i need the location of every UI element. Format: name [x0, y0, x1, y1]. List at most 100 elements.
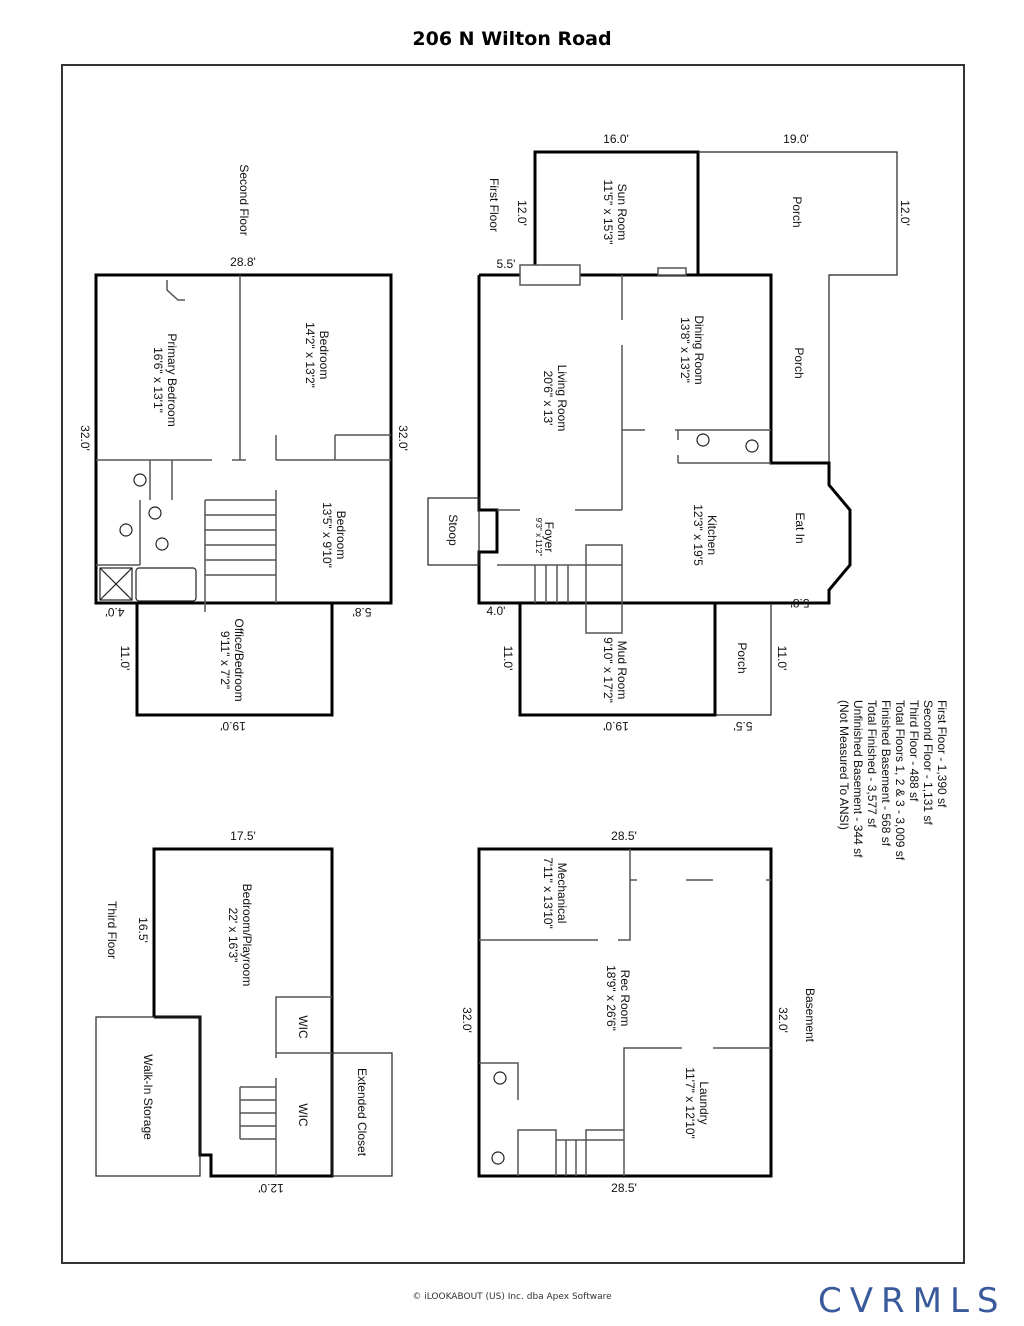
room-size: 11'5" x 15'3"	[601, 180, 615, 245]
area-label: Stoop	[446, 514, 460, 546]
dimension: 28.5'	[611, 829, 637, 843]
area-label: Walk-In Storage	[141, 1054, 155, 1140]
room-size: 13'5" x 9'10"	[320, 502, 334, 568]
dimension: 5.8'	[791, 596, 810, 610]
floor-name: Third Floor	[105, 901, 119, 959]
sink-icon	[148, 506, 162, 520]
closet-label: WIC	[296, 1015, 310, 1039]
stoop-outline	[427, 497, 480, 566]
dimension: 5.5'	[734, 719, 753, 733]
floor-name: First Floor	[487, 178, 501, 232]
room-name: Living Room	[555, 365, 569, 432]
floor-name: Basement	[803, 988, 817, 1043]
room-size: 12'3" x 19'5	[691, 504, 705, 566]
area-label: Porch	[790, 196, 804, 227]
dimension: 28.5'	[611, 1181, 637, 1195]
room-name: Kitchen	[705, 515, 719, 555]
dimension: 32.0'	[460, 1007, 474, 1033]
toilet-icon	[155, 537, 169, 551]
sink-icon	[133, 473, 147, 487]
dimension: 32.0'	[78, 425, 92, 451]
toilet-icon	[491, 1151, 505, 1165]
room-size: 11'7" x 12'10"	[683, 1067, 697, 1139]
area-line: Finished Basement - 568 sf	[879, 700, 893, 847]
area-line: Total Finished - 3,577 sf	[865, 700, 879, 828]
sun-room-outline	[533, 150, 700, 275]
area-line: Unfinished Basement - 344 sf	[851, 700, 865, 858]
room-size: 20'6" x 13'	[541, 371, 555, 426]
dimension: 11.0'	[501, 646, 515, 671]
room-name: Bedroom	[334, 511, 348, 560]
room-size: 9'10" x 17'2"	[601, 637, 615, 703]
dimension: 12.0'	[515, 200, 529, 226]
room-name: Mud Room	[615, 641, 629, 700]
room-size: 13'8" x 13'2"	[678, 317, 692, 383]
dimension: 19.0'	[783, 132, 809, 146]
sink-icon	[493, 1071, 507, 1085]
room-size: 7'11" x 13'10"	[541, 857, 555, 929]
dimension: 12.0'	[898, 200, 912, 226]
room-size: 16'6" x 13'1"	[151, 347, 165, 413]
shower-icon	[99, 567, 133, 601]
room-size: 9'3" x 11'2"	[534, 518, 543, 557]
area-label: Eat In	[793, 512, 807, 543]
bathtub-icon	[135, 567, 197, 602]
area-label: Porch	[735, 642, 749, 673]
second-floor-walls	[96, 275, 391, 612]
toilet-icon	[745, 439, 759, 453]
dimension: 16.5'	[136, 917, 150, 943]
sink-icon	[696, 433, 710, 447]
second-floor-fixtures	[99, 473, 197, 602]
dimension: 12.0'	[258, 1181, 284, 1195]
second-floor-plan: Second Floor 28.8' 32.0' 32.0' 4.0' 5.8'…	[78, 164, 410, 733]
room-name: Primary Bedroom	[165, 333, 179, 426]
dimension: 5.8'	[353, 605, 372, 619]
dimension: 4.0'	[487, 604, 506, 618]
dimension: 32.0'	[396, 425, 410, 451]
fireplace-icon	[519, 264, 581, 286]
room-size: 14'2" x 13'2"	[303, 322, 317, 388]
area-line: (Not Measured To ANSI)	[837, 700, 851, 830]
room-size: 22' x 16'3"	[226, 908, 240, 963]
room-name: Bedroom/Playroom	[240, 884, 254, 987]
toilet-icon	[119, 523, 133, 537]
area-line: First Floor - 1,390 sf	[935, 700, 949, 808]
area-line: Second Floor - 1,131 sf	[921, 700, 935, 825]
second-floor-outline	[94, 273, 393, 605]
third-floor-plan: Third Floor 17.5' 16.5' 12.0' Bedroom/Pl…	[95, 829, 393, 1195]
closet-label: WIC	[296, 1103, 310, 1127]
office-outline	[135, 603, 334, 717]
dimension: 11.0'	[775, 646, 789, 671]
room-size: 18'9" x 26'6"	[604, 965, 618, 1031]
cvrmls-logo: CVRMLS	[818, 1281, 1006, 1321]
dimension: 19.0'	[220, 719, 246, 733]
room-name: Dining Room	[692, 315, 706, 384]
porch-outline	[698, 151, 898, 463]
walk-in-storage-outline	[95, 1016, 201, 1177]
room-size: 9'11" x 7'2"	[218, 631, 232, 689]
porch-outline	[715, 603, 772, 716]
room-name: Sun Room	[615, 184, 629, 241]
dimension: 32.0'	[776, 1007, 790, 1033]
room-name: Mechanical	[555, 863, 569, 924]
first-floor-outline	[477, 273, 852, 605]
area-summary: First Floor - 1,390 sf Second Floor - 1,…	[837, 700, 949, 861]
extended-closet-outline	[331, 1052, 393, 1177]
room-name: Office/Bedroom	[232, 618, 246, 701]
dimension: 11.0'	[118, 646, 132, 671]
dimension: 4.0'	[106, 605, 125, 619]
area-label: Extended Closet	[355, 1068, 369, 1157]
page-title: 206 N Wilton Road	[412, 28, 611, 50]
room-name: Laundry	[697, 1081, 711, 1124]
floor-name: Second Floor	[237, 164, 251, 235]
room-name: Bedroom	[317, 331, 331, 380]
first-floor-plan: First Floor 12.0' 16.0' 19.0' 12.0' 5.5'…	[427, 132, 912, 733]
dimension: 19.0'	[603, 719, 629, 733]
dimension: 17.5'	[230, 829, 256, 843]
dimension: 16.0'	[603, 132, 629, 146]
basement-outline	[477, 847, 773, 1178]
sheet-border	[61, 64, 965, 1264]
dimension: 5.5'	[497, 257, 516, 271]
area-line: Total Floors 1, 2 & 3 - 3,009 sf	[893, 700, 907, 861]
